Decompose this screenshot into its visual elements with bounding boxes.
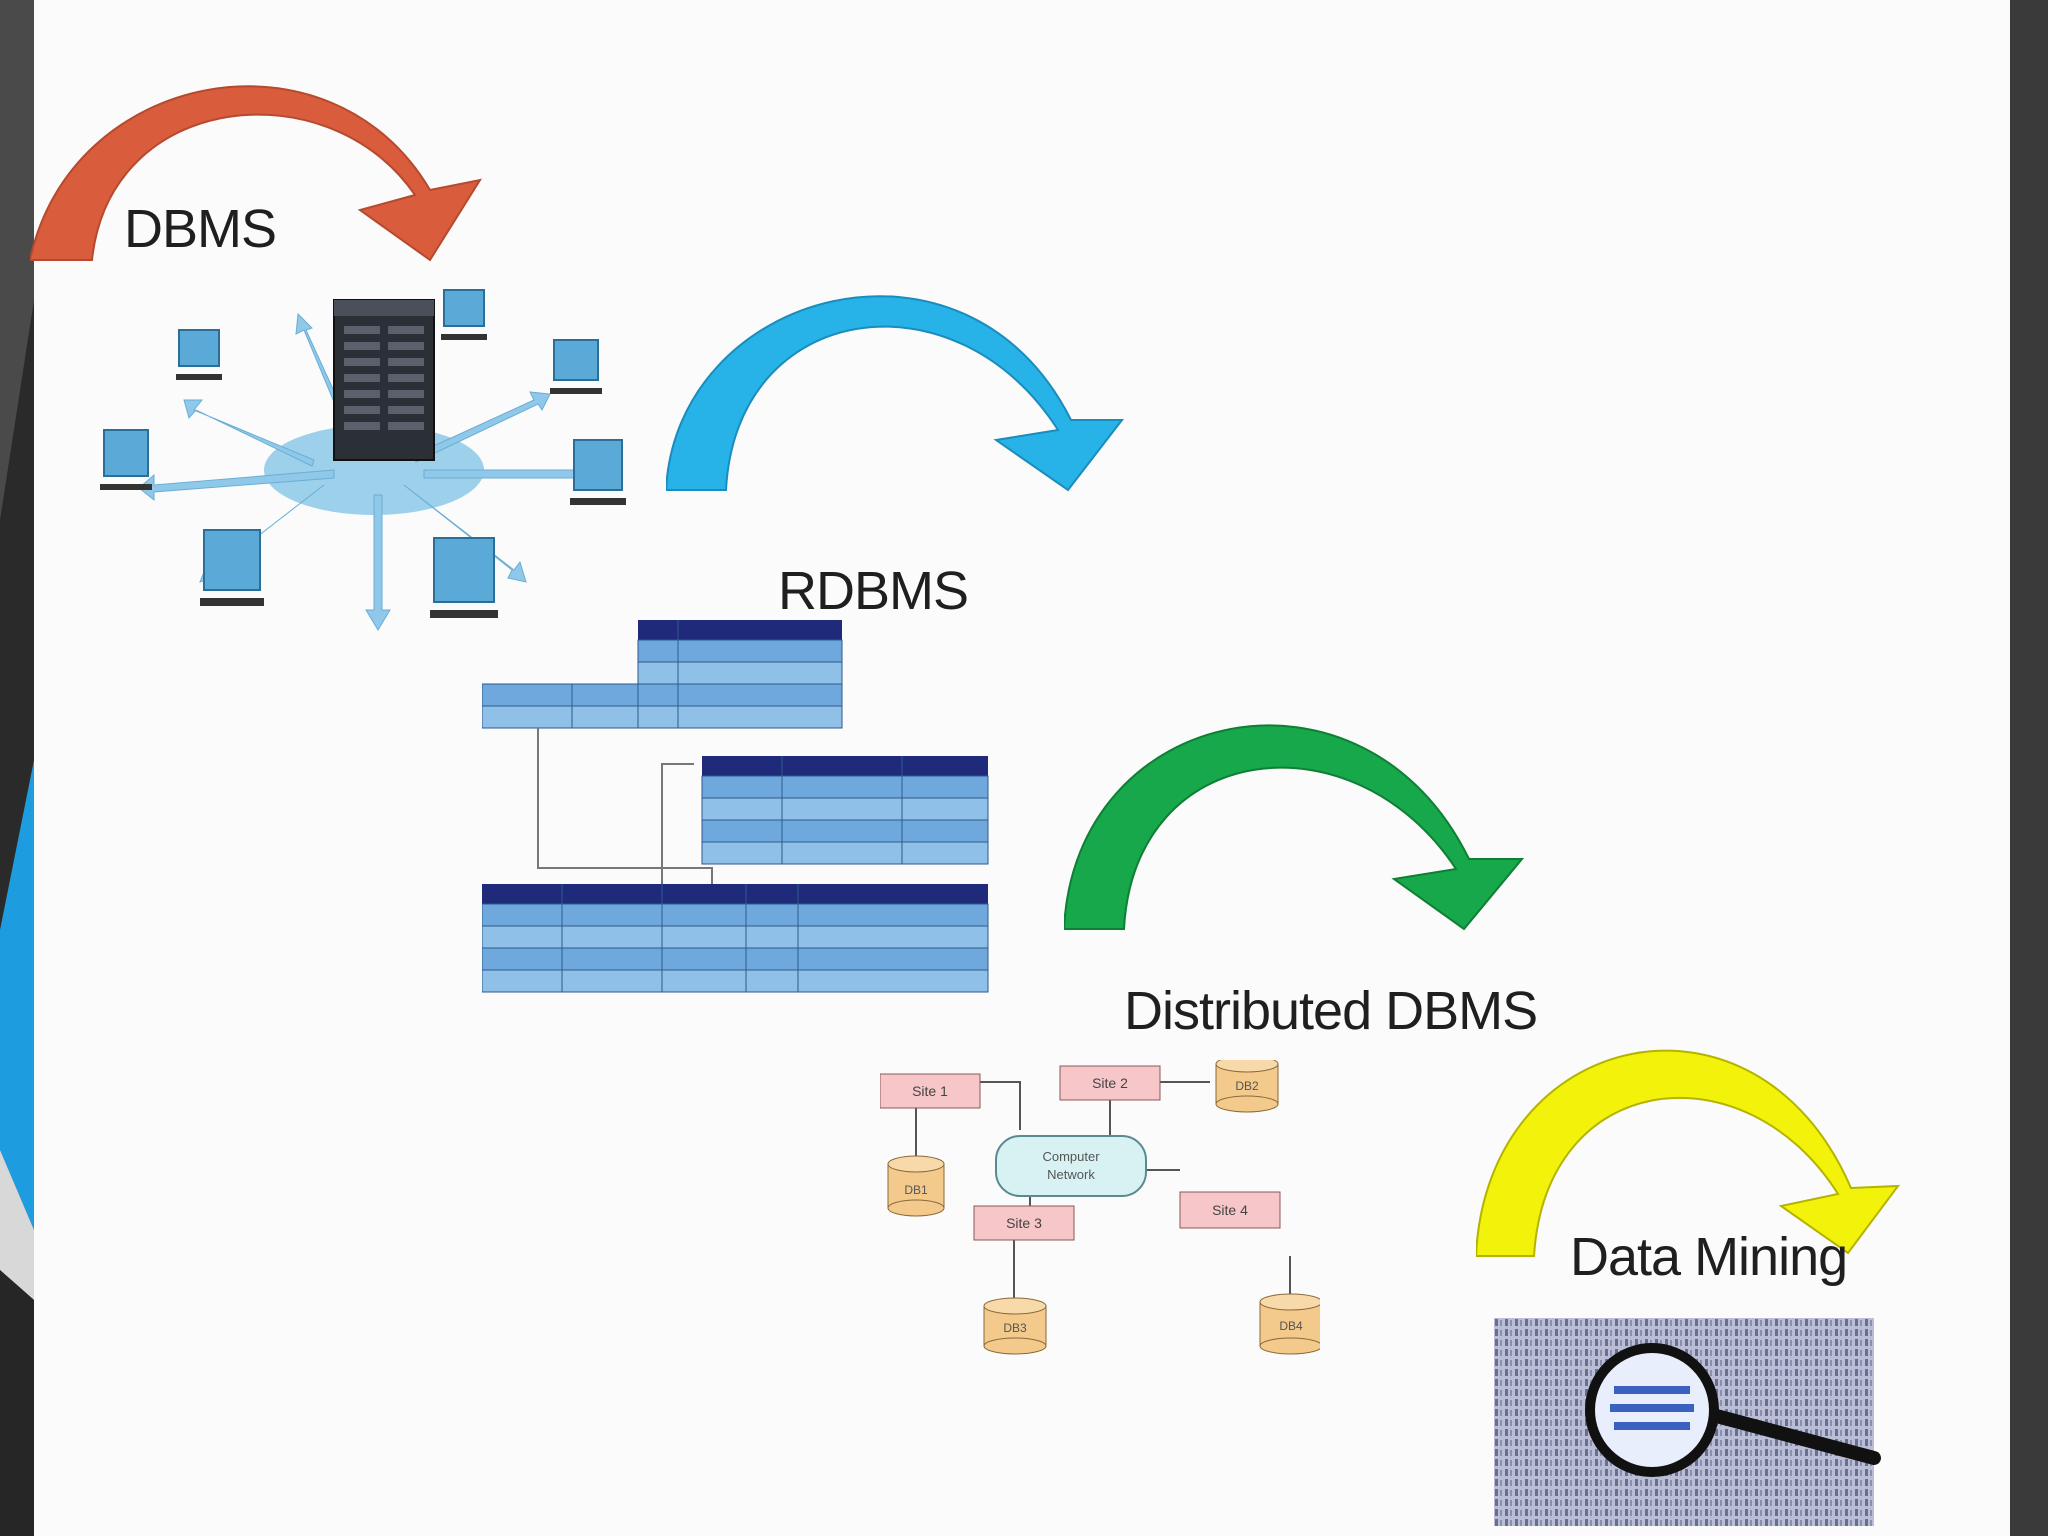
computer-network-node: Computer Network bbox=[995, 1135, 1147, 1197]
database-icon-db3: DB3 bbox=[983, 1297, 1047, 1355]
rdbms-tables-illustration bbox=[482, 620, 989, 993]
database-icon-db4: DB4 bbox=[1259, 1293, 1320, 1355]
dbms-network-illustration bbox=[100, 289, 626, 631]
svg-text:Site 3: Site 3 bbox=[1006, 1215, 1042, 1231]
site-box-1: Site 1 bbox=[880, 1073, 981, 1109]
database-icon-db2: DB2 bbox=[1215, 1060, 1279, 1113]
svg-text:DB3: DB3 bbox=[1003, 1321, 1027, 1335]
svg-text:DB4: DB4 bbox=[1279, 1319, 1303, 1333]
site-box-4: Site 4 bbox=[1179, 1191, 1281, 1229]
stage-label-datamining: Data Mining bbox=[1570, 1227, 1848, 1287]
svg-text:Network: Network bbox=[1047, 1167, 1095, 1182]
database-icon-db1: DB1 bbox=[887, 1155, 945, 1217]
site-box-3: Site 3 bbox=[973, 1205, 1075, 1241]
svg-text:Site 2: Site 2 bbox=[1092, 1075, 1128, 1091]
svg-text:DB2: DB2 bbox=[1235, 1079, 1259, 1093]
svg-text:Computer: Computer bbox=[1042, 1149, 1100, 1164]
curved-arrow-distributed bbox=[1064, 724, 1525, 931]
svg-text:Site 4: Site 4 bbox=[1212, 1202, 1248, 1218]
distributed-dbms-diagram: Site 1 Site 2 Site 3 Site 4 Computer Net… bbox=[880, 1060, 1320, 1355]
curved-arrow-rdbms bbox=[666, 295, 1125, 492]
diagram-canvas: DBMS RDBMS Distributed DBMS Data Mining bbox=[30, 0, 2010, 1536]
stage-label-dbms: DBMS bbox=[124, 199, 277, 259]
svg-text:Site 1: Site 1 bbox=[912, 1083, 948, 1099]
svg-text:DB1: DB1 bbox=[904, 1183, 928, 1197]
stage-label-distributed: Distributed DBMS bbox=[1124, 981, 1538, 1041]
stage-label-rdbms: RDBMS bbox=[778, 561, 969, 621]
curved-arrow-datamining bbox=[1476, 1049, 1901, 1257]
site-box-2: Site 2 bbox=[1059, 1065, 1161, 1101]
curved-arrow-dbms bbox=[30, 85, 483, 262]
data-mining-illustration bbox=[1494, 1318, 1881, 1526]
